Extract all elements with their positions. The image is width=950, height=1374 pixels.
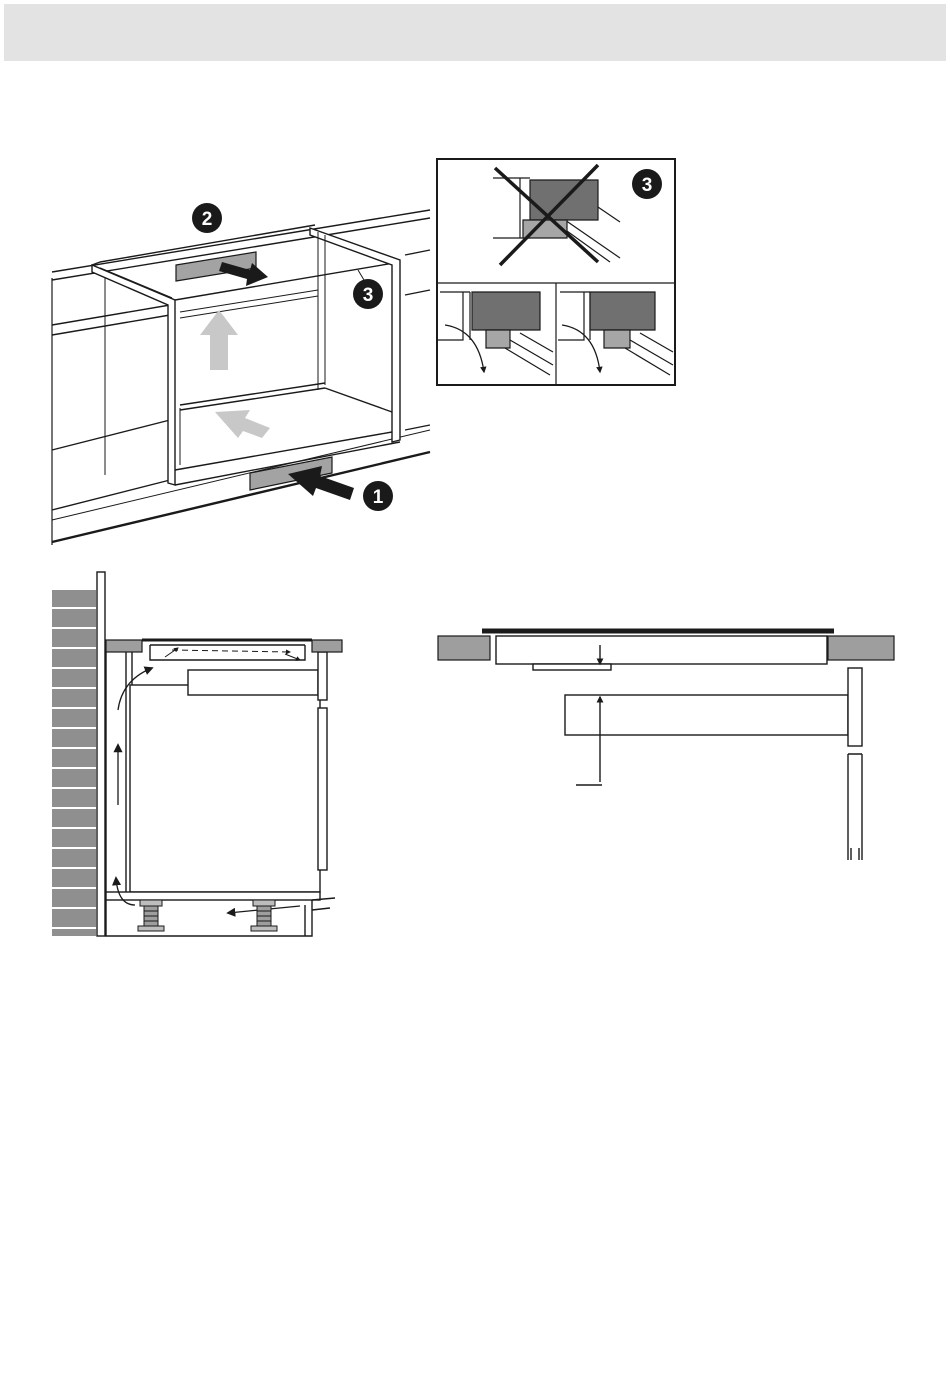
side-section-figure	[52, 572, 342, 936]
callout-2-label: 2	[202, 209, 213, 230]
adjustable-foot-icon	[251, 900, 277, 931]
inset-detail-box: 3	[437, 159, 675, 385]
callout-2: 2	[192, 203, 222, 233]
airflow-up-arrow-icon	[200, 310, 238, 370]
callout-1-label: 1	[373, 487, 384, 508]
airflow-light-arrows	[200, 310, 270, 438]
worktop-left	[438, 636, 490, 660]
hob-body	[496, 636, 827, 664]
callout-3: 3	[353, 279, 383, 309]
inset-callout-3-label: 3	[642, 175, 653, 196]
clearance-section-figure	[438, 631, 894, 860]
callout-3-label: 3	[363, 285, 374, 306]
callout-1: 1	[363, 481, 393, 511]
worktop-right	[828, 636, 894, 660]
adjustable-foot-icon	[138, 900, 164, 931]
airflow-in-arrow-icon	[215, 410, 270, 438]
brick-wall	[52, 590, 96, 936]
oven-top	[565, 695, 848, 735]
